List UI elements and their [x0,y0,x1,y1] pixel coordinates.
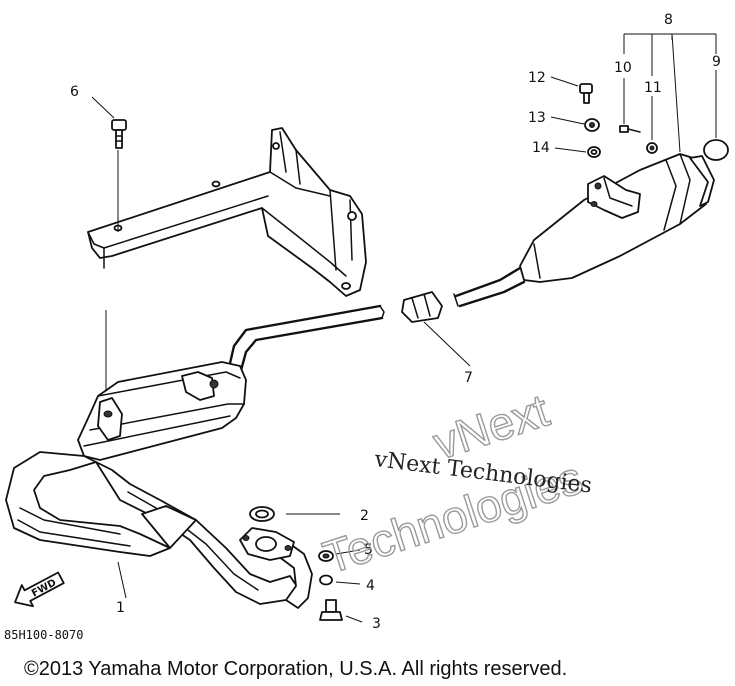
main-muffler [5,304,385,609]
exhaust-flange [239,527,295,561]
callout-3: 3 [372,616,381,632]
gasket-2 [249,506,340,522]
nut-5 [318,549,361,562]
copyright-notice: ©2013 Yamaha Motor Corporation, U.S.A. A… [24,658,567,680]
callout-7: 7 [464,370,473,386]
callout-8-bracket [91,33,717,599]
bolt-12 [550,76,593,104]
washer-11 [646,142,658,154]
washer-14 [554,146,601,158]
nut-13 [550,116,600,132]
stud-3 [319,599,363,623]
callout-2: 2 [360,508,369,524]
callout-10: 10 [614,60,632,76]
screw-10 [619,125,641,133]
callout-5: 5 [364,542,373,558]
callout-11: 11 [644,80,662,96]
callout-12: 12 [528,70,546,86]
bolt-6 [105,119,127,400]
mounting-bracket [87,127,367,297]
callout-8: 8 [664,12,673,28]
joint-7 [401,291,471,367]
rear-silencer [453,153,715,308]
callout-6: 6 [70,84,79,100]
callout-4: 4 [366,578,375,594]
callout-13: 13 [528,110,546,126]
callout-14: 14 [532,140,550,156]
washer-4 [319,574,361,586]
drawing-code: 85H100-8070 [4,628,83,642]
gasket-9 [703,139,729,161]
callout-9: 9 [712,54,721,70]
fwd-arrow-icon: FWD [14,571,65,608]
callout-1: 1 [116,600,125,616]
